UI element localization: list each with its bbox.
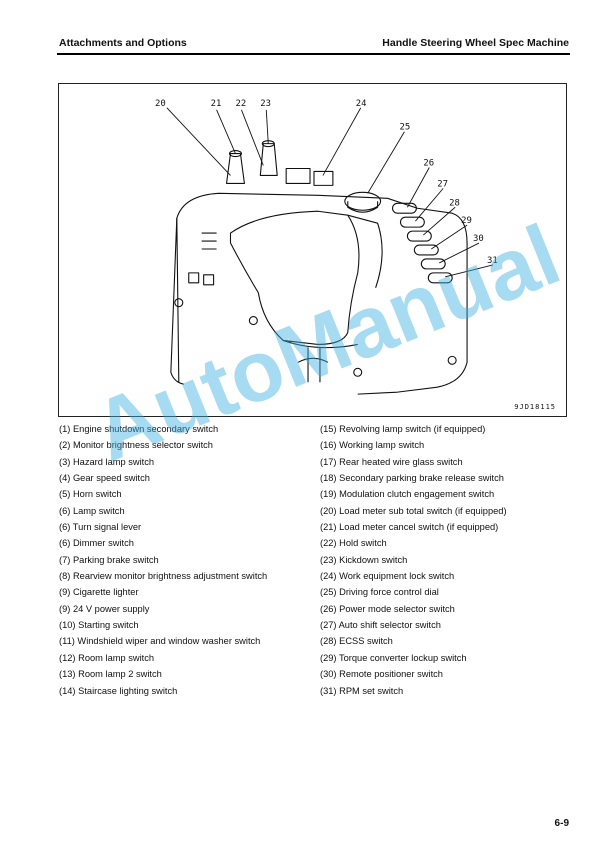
callout-25: 25 [399, 123, 410, 133]
legend-item: (18) Secondary parking brake release swi… [320, 473, 504, 484]
console-drawing: 20 21 22 23 24 25 26 27 28 29 30 31 [155, 99, 498, 395]
legend-item: (14) Staircase lighting switch [59, 685, 178, 696]
callout-23: 23 [260, 99, 271, 109]
legend-item: (2) Monitor brightness selector switch [59, 440, 213, 451]
legend-item: (9) Cigarette lighter [59, 587, 139, 598]
legend-item: (12) Room lamp switch [59, 652, 155, 663]
legend-item: (19) Modulation clutch engagement switch [320, 489, 495, 500]
callout-27: 27 [437, 179, 448, 189]
callout-26: 26 [423, 159, 434, 169]
header-rule [57, 53, 570, 55]
legend-item: (1) Engine shutdown secondary switch [59, 424, 219, 434]
legend-item: (10) Starting switch [59, 620, 139, 631]
legend-item: (20) Load meter sub total switch (if equ… [320, 505, 507, 516]
legend-item: (22) Hold switch [320, 538, 387, 549]
callout-30: 30 [473, 234, 484, 244]
page-number: 6-9 [554, 818, 569, 829]
legend-item: (31) RPM set switch [320, 685, 404, 696]
callout-31: 31 [487, 256, 498, 266]
legend-item: (29) Torque converter lockup switch [320, 652, 467, 663]
console-illustration: 20 21 22 23 24 25 26 27 28 29 30 31 9JD1… [58, 83, 567, 417]
legend-item: (24) Work equipment lock switch [320, 571, 455, 582]
callout-21: 21 [211, 99, 222, 109]
legend-item: (25) Driving force control dial [320, 587, 439, 598]
legend-item: (23) Kickdown switch [320, 554, 408, 565]
callout-20: 20 [155, 99, 166, 109]
callout-22: 22 [235, 99, 246, 109]
legend-item: (7) Parking brake switch [59, 554, 159, 565]
legend-item: (30) Remote positioner switch [320, 669, 443, 680]
legend-item: (28) ECSS switch [320, 636, 393, 647]
legend-left-column: (1) Engine shutdown secondary switch (2)… [59, 421, 267, 699]
legend-right-column: (15) Revolving lamp switch (if equipped)… [320, 421, 507, 699]
legend-item: (27) Auto shift selector switch [320, 620, 441, 631]
legend-item: (13) Room lamp 2 switch [59, 669, 162, 680]
legend-item: (6) Turn signal lever [59, 522, 142, 533]
legend-item: (15) Revolving lamp switch (if equipped) [320, 424, 486, 434]
legend-item: (4) Gear speed switch [59, 473, 150, 484]
legend-item: (3) Hazard lamp switch [59, 456, 155, 467]
header-section-title: Attachments and Options [59, 37, 187, 49]
legend-item: (11) Windshield wiper and window washer … [59, 636, 261, 647]
legend-item: (16) Working lamp switch [320, 440, 425, 451]
callout-28: 28 [449, 198, 460, 208]
legend-item: (26) Power mode selector switch [320, 603, 455, 614]
legend-item: (21) Load meter cancel switch (if equipp… [320, 522, 499, 533]
legend-item: (5) Horn switch [59, 489, 122, 500]
callout-24: 24 [356, 99, 367, 109]
legend-item: (6) Lamp switch [59, 505, 125, 516]
figure-code: 9JD18115 [514, 403, 556, 411]
header-chapter-title: Handle Steering Wheel Spec Machine [382, 37, 569, 49]
legend-item: (6) Dimmer switch [59, 538, 134, 549]
legend-item: (8) Rearview monitor brightness adjustme… [59, 571, 268, 582]
callout-29: 29 [461, 216, 472, 226]
legend-item: (17) Rear heated wire glass switch [320, 456, 463, 467]
legend-item: (9) 24 V power supply [59, 603, 150, 614]
